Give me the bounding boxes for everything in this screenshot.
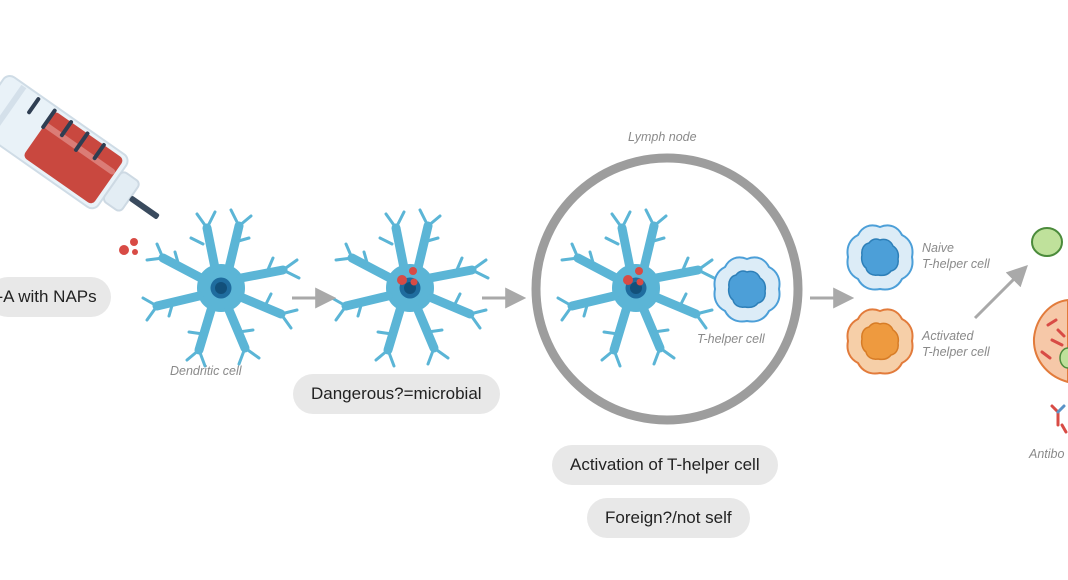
label-activated-t-helper-cell: Activated T-helper cell [922,328,1012,360]
dendritic-cell-in-lymph-node-icon [558,210,714,366]
label-activated-line1: Activated [922,329,974,343]
label-dendritic-cell: Dendritic cell [170,364,242,378]
plasma-cell-icon [1032,298,1068,384]
label-naive-line2: T-helper cell [922,257,990,271]
pill-activation: Activation of T-helper cell [552,445,778,485]
label-lymph-node: Lymph node [628,130,697,144]
arrow-icon [292,265,1028,320]
naive-t-helper-cell-icon [846,224,914,291]
dendritic-cell-icon [143,210,299,366]
dendritic-cell-antigen-icon [332,210,488,366]
label-activated-line2: T-helper cell [922,345,990,359]
syringe-icon [0,75,160,219]
label-naive-t-helper-cell: Naive T-helper cell [922,240,1012,272]
t-helper-cell-icon [713,256,781,323]
lymph-node-ring [531,153,803,425]
antigen-droplets [119,238,138,255]
label-antibody: Antibo [1029,447,1065,461]
b-cell-icon [1031,227,1063,257]
activated-t-helper-cell-icon [846,308,914,375]
antibody-icon [1050,404,1068,434]
pill-foreign: Foreign?/not self [587,498,750,538]
label-naive-line1: Naive [922,241,954,255]
pill-dangerous: Dangerous?=microbial [293,374,500,414]
pill-vaccine: T-A with NAPs [0,277,111,317]
label-t-helper-cell: T-helper cell [697,332,765,346]
